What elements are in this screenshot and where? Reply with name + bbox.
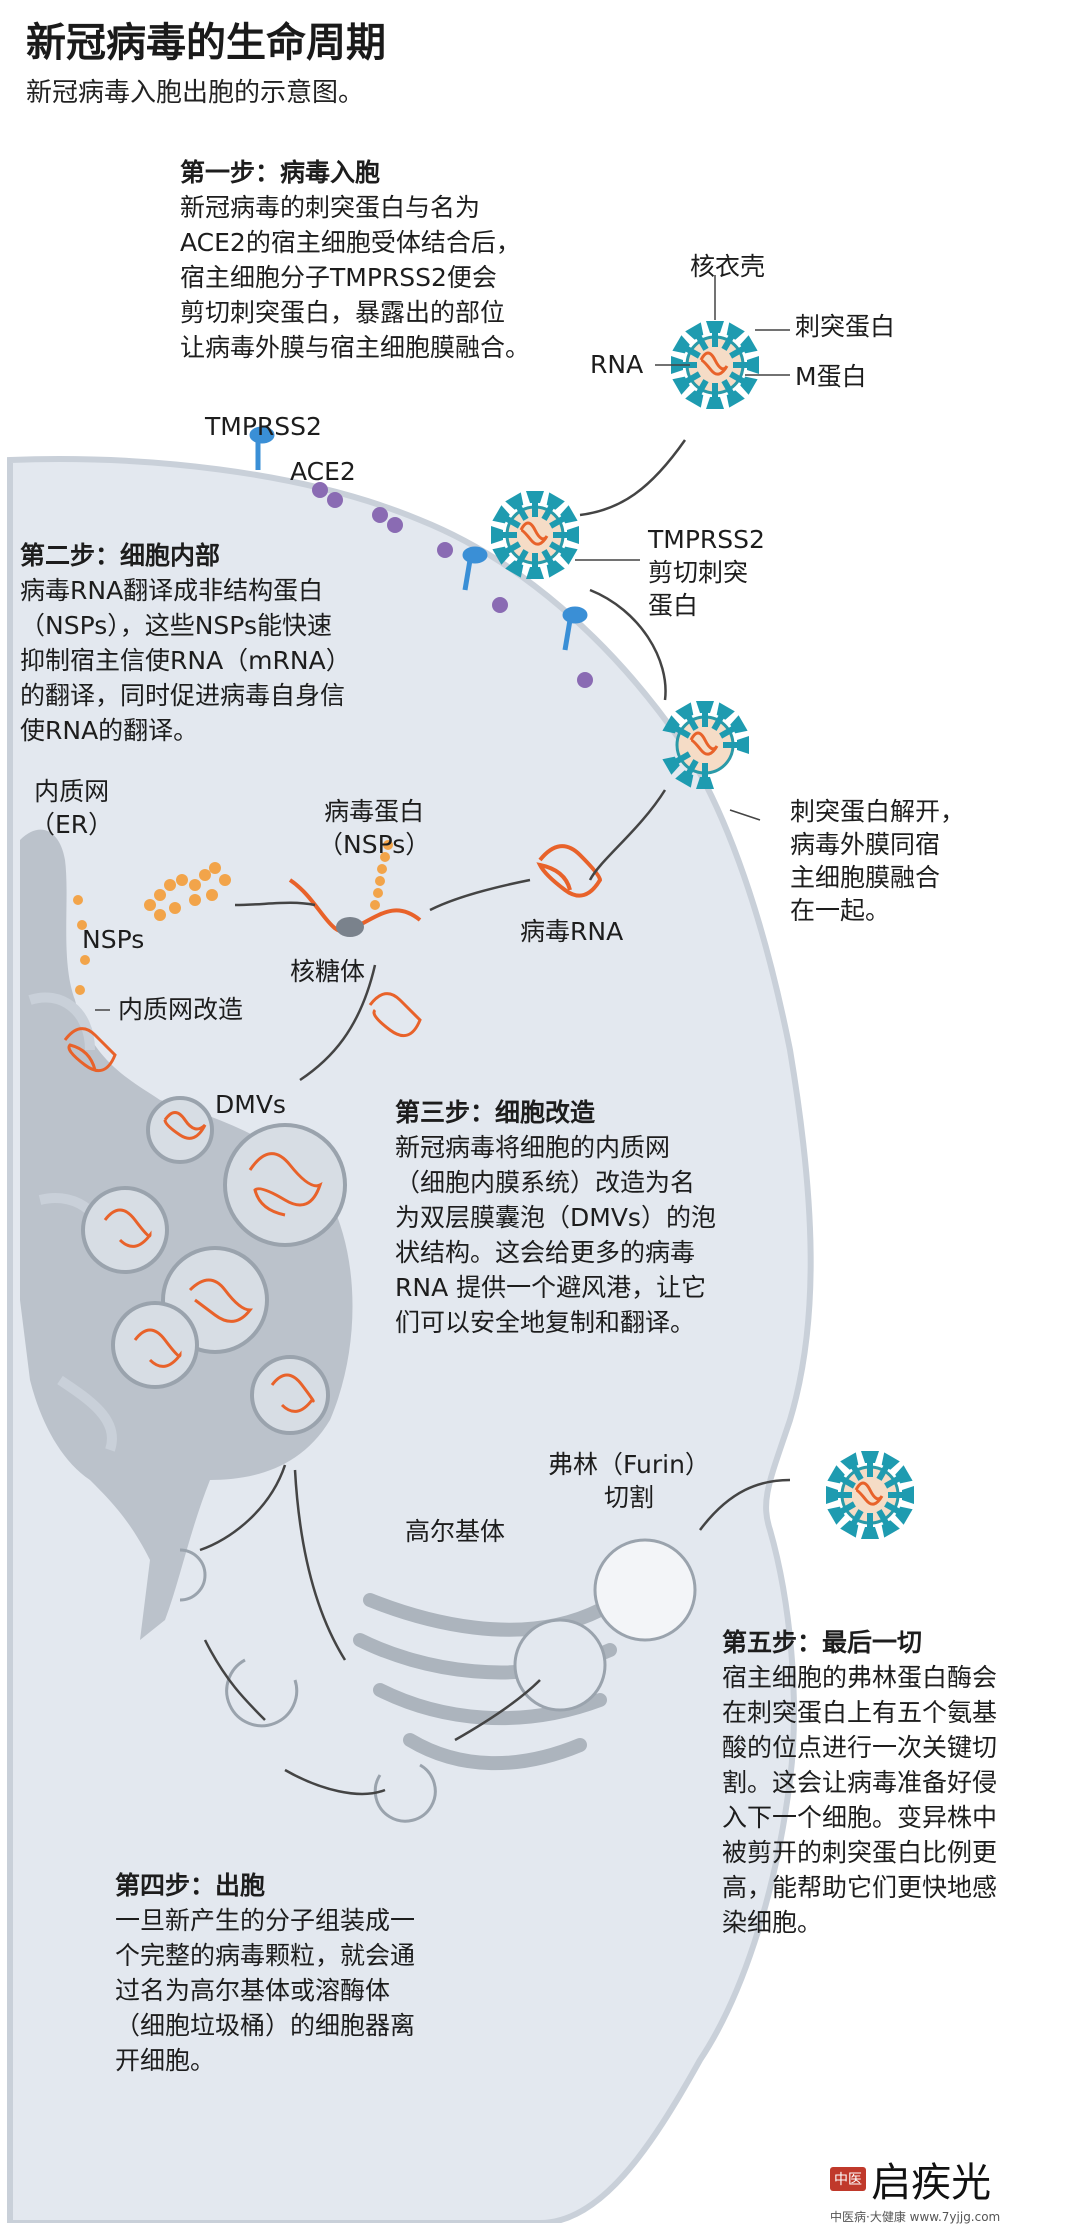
step1-block: 第一步：病毒入胞 新冠病毒的刺突蛋白与名为 ACE2的宿主细胞受体结合后， 宿主… bbox=[180, 155, 530, 365]
label-tmprss2-cut: TMPRSS2 剪切刺突 蛋白 bbox=[648, 525, 765, 620]
virus-fusing bbox=[662, 701, 749, 789]
label-tmprss2: TMPRSS2 bbox=[205, 412, 322, 441]
step5-block: 第五步：最后一切 宿主细胞的弗林蛋白酶会 在刺突蛋白上有五个氨基 酸的位点进行一… bbox=[722, 1625, 997, 1940]
nsp-chain bbox=[73, 840, 393, 995]
virus-free bbox=[671, 321, 759, 409]
dmv-cluster bbox=[81, 1096, 347, 1435]
membrane-receptors bbox=[249, 426, 593, 688]
step4-body: 一旦新产生的分子组装成一 个完整的病毒颗粒，就会通 过名为高尔基体或溶酶体 （细… bbox=[115, 1906, 416, 2075]
label-golgi: 高尔基体 bbox=[405, 1517, 506, 1546]
step2-title: 第二步：细胞内部 bbox=[20, 541, 221, 570]
step5-title: 第五步：最后一切 bbox=[722, 1628, 923, 1657]
step3-block: 第三步：细胞改造 新冠病毒将细胞的内质网 （细胞内膜系统）改造为名 为双层膜囊泡… bbox=[395, 1095, 716, 1340]
logo-text: 启疾光 bbox=[871, 2160, 992, 2206]
label-ribosome: 核糖体 bbox=[290, 957, 366, 986]
endoplasmic-reticulum bbox=[20, 829, 353, 1640]
virus-docking bbox=[491, 491, 579, 579]
label-m-protein: M蛋白 bbox=[795, 362, 867, 391]
step1-body: 新冠病毒的刺突蛋白与名为 ACE2的宿主细胞受体结合后， 宿主细胞分子TMPRS… bbox=[180, 193, 531, 362]
step3-title: 第三步：细胞改造 bbox=[395, 1098, 596, 1127]
label-viral-rna: 病毒RNA bbox=[520, 917, 624, 946]
virus-exiting bbox=[826, 1451, 914, 1539]
step1-title: 第一步：病毒入胞 bbox=[180, 158, 381, 187]
step2-block: 第二步：细胞内部 病毒RNA翻译成非结构蛋白 （NSPs），这些NSPs能快速 … bbox=[20, 538, 351, 748]
brand-logo: 中医 启疾光 中医病·大健康 www.7yjjg.com bbox=[830, 2150, 1000, 2225]
page-subtitle: 新冠病毒入胞出胞的示意图。 bbox=[26, 78, 365, 108]
viral-rna-coil bbox=[536, 844, 603, 898]
label-capsid: 核衣壳 bbox=[690, 252, 766, 281]
page-title: 新冠病毒的生命周期 bbox=[26, 20, 386, 66]
label-viral-protein: 病毒蛋白 （NSPs） bbox=[318, 797, 431, 859]
label-rna: RNA bbox=[590, 350, 644, 379]
ribosome bbox=[336, 917, 364, 937]
label-furin: 弗林（Furin） 切割 bbox=[548, 1450, 710, 1512]
label-er: 内质网 （ER） bbox=[30, 777, 114, 839]
exit-vesicles bbox=[179, 1538, 697, 1823]
flow-arrows bbox=[199, 439, 791, 1796]
logo-url: 中医病·大健康 www.7yjjg.com bbox=[830, 2210, 1001, 2224]
label-nsps: NSPs bbox=[82, 925, 145, 954]
step4-title: 第四步：出胞 bbox=[115, 1871, 266, 1900]
step4-block: 第四步：出胞 一旦新产生的分子组装成一 个完整的病毒颗粒，就会通 过名为高尔基体… bbox=[115, 1868, 415, 2078]
step5-body: 宿主细胞的弗林蛋白酶会 在刺突蛋白上有五个氨基 酸的位点进行一次关键切 割。这会… bbox=[722, 1663, 998, 1937]
step3-body: 新冠病毒将细胞的内质网 （细胞内膜系统）改造为名 为双层膜囊泡（DMVs）的泡 … bbox=[395, 1133, 716, 1337]
label-spike-unfold: 刺突蛋白解开， 病毒外膜同宿 主细胞膜融合 在一起。 bbox=[790, 797, 966, 925]
logo-badge: 中医 bbox=[830, 2167, 866, 2191]
label-dmvs: DMVs bbox=[215, 1090, 286, 1119]
label-ace2: ACE2 bbox=[290, 457, 356, 486]
label-er-remodel: 内质网改造 bbox=[118, 995, 244, 1024]
step2-body: 病毒RNA翻译成非结构蛋白 （NSPs），这些NSPs能快速 抑制宿主信使RNA… bbox=[20, 576, 351, 745]
label-spike: 刺突蛋白 bbox=[795, 312, 896, 341]
